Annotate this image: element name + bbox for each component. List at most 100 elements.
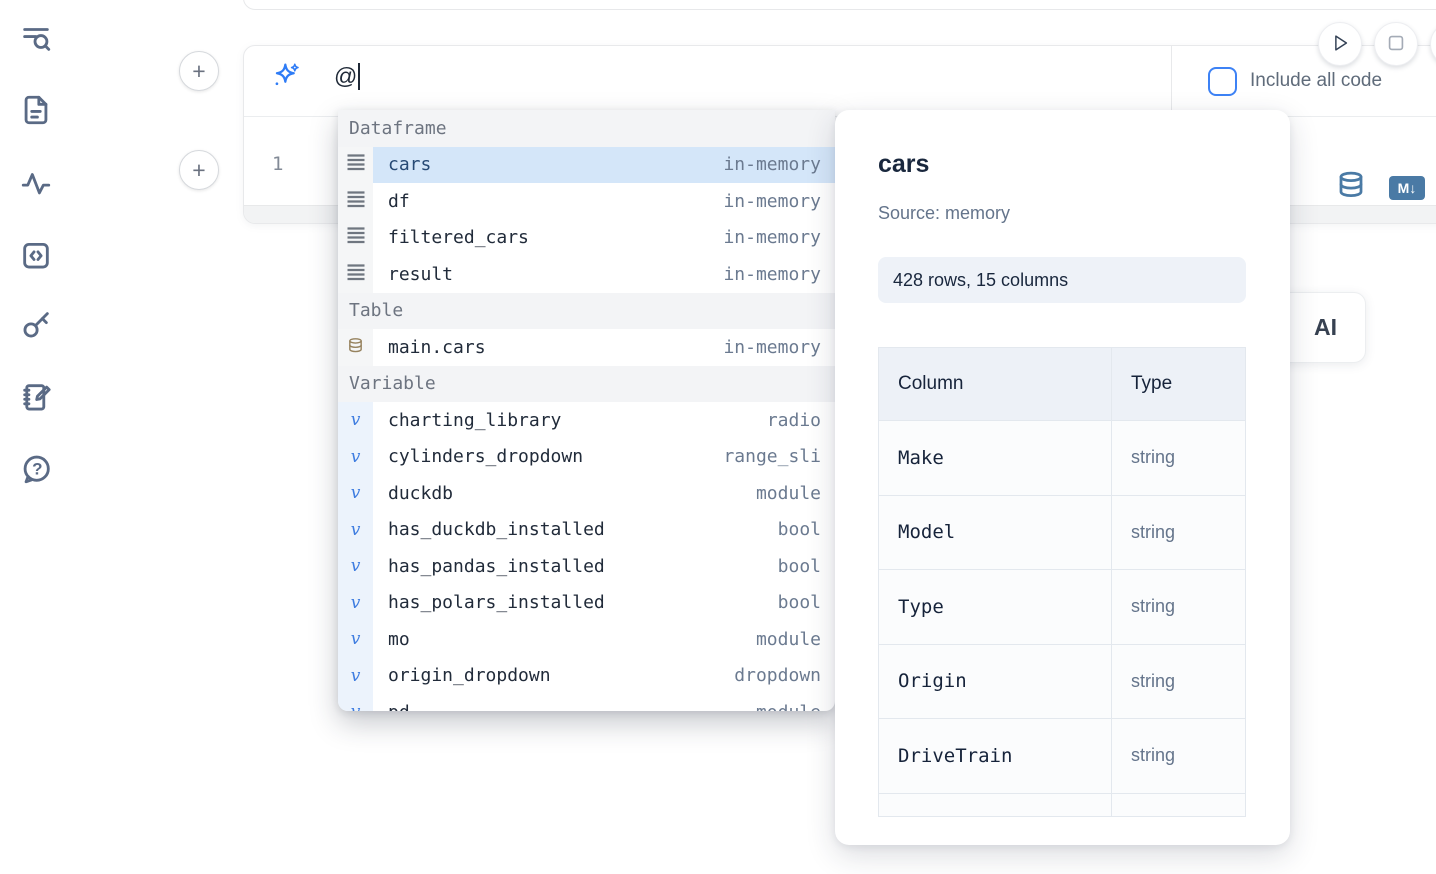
variable-icon: v	[350, 556, 361, 577]
autocomplete-item[interactable]: v filtered_cars in-memory	[338, 219, 835, 257]
schema-header-row: Column Type	[879, 348, 1245, 421]
add-cell-button-bottom[interactable]: +	[179, 150, 219, 190]
sidebar-item-toc[interactable]	[19, 21, 53, 55]
autocomplete-item-type: radio	[766, 409, 821, 431]
autocomplete-item-name: main.cars	[388, 336, 486, 358]
autocomplete-item-body: has_duckdb_installed bool	[373, 512, 835, 549]
schema-row: Type string	[879, 570, 1245, 645]
ai-prompt-input[interactable]: @	[334, 63, 361, 90]
include-all-code-checkbox[interactable]	[1208, 66, 1237, 96]
autocomplete-item[interactable]: v df in-memory	[338, 183, 835, 220]
schema-column-type: string	[1131, 447, 1176, 468]
autocomplete-item-body: duckdb module	[373, 475, 835, 512]
autocomplete-item-body: has_pandas_installed bool	[373, 548, 835, 585]
autocomplete-item-gutter: v	[338, 402, 373, 439]
sidebar-item-files[interactable]	[19, 93, 53, 127]
previous-cell-edge	[243, 0, 1436, 10]
autocomplete-section-header: Table	[338, 292, 835, 329]
schema-row: Origin string	[879, 644, 1245, 719]
autocomplete-item-gutter: v	[338, 657, 373, 694]
dataframe-icon	[346, 227, 366, 248]
autocomplete-item-type: module	[755, 482, 821, 504]
schema-column-type: string	[1131, 670, 1176, 691]
sidebar-item-variables[interactable]	[19, 166, 53, 200]
autocomplete-item-type: bool	[777, 519, 821, 541]
autocomplete-item[interactable]: v duckdb module	[338, 475, 835, 512]
autocomplete-item-body: charting_library radio	[373, 402, 835, 439]
autocomplete-item[interactable]: v cylinders_dropdown range_sli	[338, 438, 835, 475]
autocomplete-item-type: bool	[777, 592, 821, 614]
autocomplete-item[interactable]: v pd module	[338, 694, 835, 711]
autocomplete-item[interactable]: v has_pandas_installed bool	[338, 548, 835, 585]
autocomplete-item-type: in-memory	[723, 190, 821, 212]
sparkle-icon	[270, 60, 302, 97]
autocomplete-item-body: pd module	[373, 694, 835, 711]
include-all-code-label: Include all code	[1250, 70, 1383, 91]
autocomplete-item-body: result in-memory	[373, 256, 835, 293]
dataframe-icon	[346, 154, 366, 175]
autocomplete-item-gutter: v	[338, 329, 373, 366]
autocomplete-item-type: in-memory	[723, 336, 821, 358]
code-block-icon	[19, 238, 53, 272]
autocomplete-item-name: df	[388, 190, 410, 212]
autocomplete-item-body: filtered_cars in-memory	[373, 220, 835, 257]
autocomplete-item-type: in-memory	[723, 227, 821, 249]
autocomplete-popup: Dataframe v cars in-memory v df in-memor…	[338, 110, 835, 711]
autocomplete-item[interactable]: v result in-memory	[338, 256, 835, 293]
run-cell-button[interactable]	[1318, 22, 1362, 66]
stop-cell-button[interactable]	[1374, 22, 1418, 66]
sidebar-item-help[interactable]: ?	[19, 452, 53, 486]
autocomplete-item-body: main.cars in-memory	[373, 329, 835, 366]
autocomplete-item-name: origin_dropdown	[388, 665, 551, 687]
schema-column-name: Type	[898, 595, 944, 618]
autocomplete-item-gutter: v	[338, 584, 373, 621]
variable-icon: v	[350, 446, 361, 467]
schema-row: Make string	[879, 421, 1245, 496]
autocomplete-item[interactable]: v mo module	[338, 621, 835, 658]
autocomplete-item[interactable]: v cars in-memory	[338, 146, 835, 183]
autocomplete-item-type: module	[755, 628, 821, 650]
autocomplete-item[interactable]: v has_polars_installed bool	[338, 584, 835, 622]
autocomplete-item[interactable]: v origin_dropdown dropdown	[338, 657, 835, 694]
text-cursor	[358, 63, 361, 90]
autocomplete-item-type: bool	[777, 555, 821, 577]
autocomplete-item-gutter: v	[338, 548, 373, 585]
variable-icon: v	[350, 629, 361, 650]
dataframe-icon	[346, 191, 366, 212]
autocomplete-item-body: has_polars_installed bool	[373, 585, 835, 622]
preview-title: cars	[878, 150, 930, 178]
autocomplete-item-gutter: v	[338, 219, 373, 256]
database-icon[interactable]	[1336, 170, 1366, 205]
autocomplete-item-name: duckdb	[388, 482, 454, 504]
markdown-icon[interactable]: M↓	[1389, 176, 1425, 200]
add-cell-button-top[interactable]: +	[179, 51, 219, 91]
code-line-number: 1	[272, 153, 284, 175]
sidebar-item-secrets[interactable]	[19, 308, 53, 342]
ai-prompt-options: Include all code	[1171, 46, 1436, 116]
autocomplete-item-name: filtered_cars	[388, 227, 529, 249]
square-icon	[1385, 32, 1407, 57]
autocomplete-item[interactable]: v has_duckdb_installed bool	[338, 511, 835, 549]
autocomplete-item-name: has_pandas_installed	[388, 555, 605, 577]
autocomplete-section-header: Dataframe	[338, 110, 835, 147]
autocomplete-item-body: cars in-memory	[373, 146, 835, 183]
ai-prompt-value: @	[334, 63, 358, 89]
schema-row: Model string	[879, 495, 1245, 570]
autocomplete-item-name: result	[388, 263, 454, 285]
schema-header-type: Type	[1131, 373, 1173, 394]
preview-source: Source: memory	[878, 203, 1011, 223]
schema-row-partial	[879, 793, 1245, 816]
sidebar-item-scratchpad[interactable]	[19, 380, 53, 414]
autocomplete-item[interactable]: v charting_library radio	[338, 402, 835, 439]
sidebar-item-snippets[interactable]	[19, 238, 53, 272]
autocomplete-item-gutter: v	[338, 256, 373, 293]
autocomplete-item[interactable]: v main.cars in-memory	[338, 329, 835, 366]
ai-prompt-row[interactable]: @ Include all code	[244, 46, 1436, 117]
variable-icon: v	[351, 702, 361, 711]
help-chat-icon: ?	[19, 452, 53, 486]
schema-column-type: string	[1131, 521, 1176, 542]
activity-icon	[19, 166, 53, 200]
schema-column-type: string	[1131, 745, 1176, 766]
variable-icon: v	[350, 665, 361, 686]
